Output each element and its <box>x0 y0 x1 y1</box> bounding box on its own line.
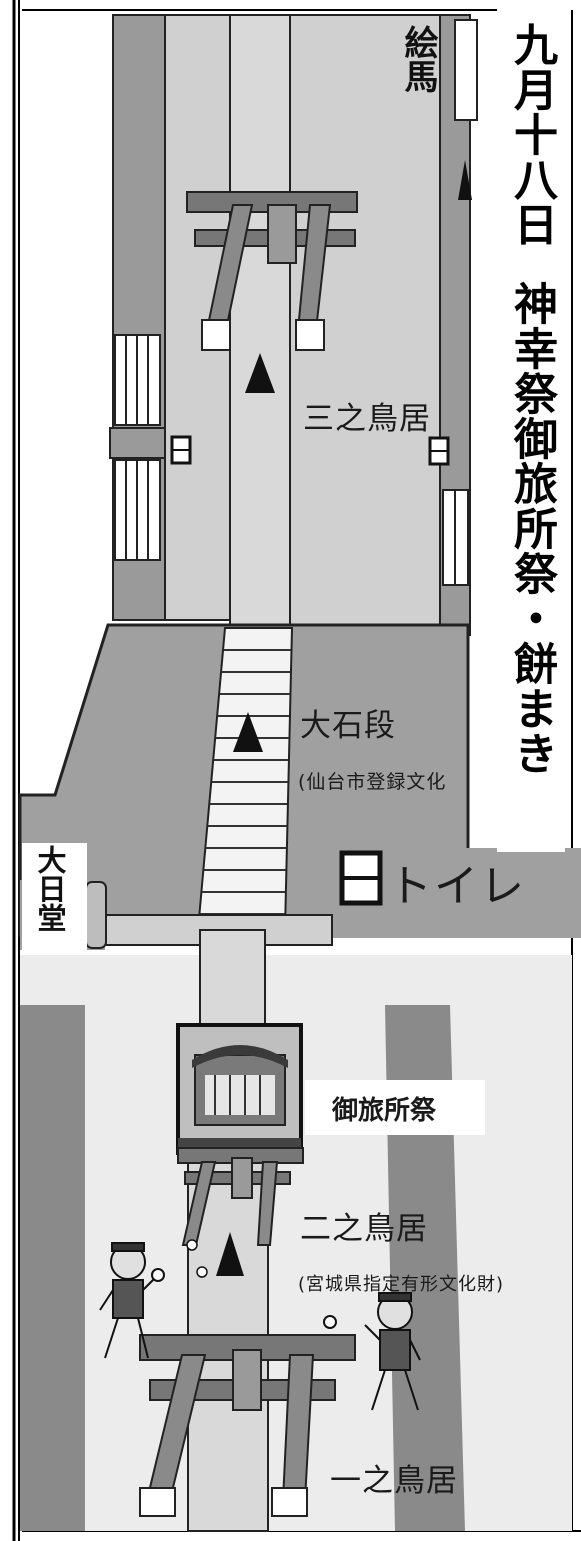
oishidan-label: 大石段 <box>300 708 396 744</box>
event-title: 九月十八日 神幸祭御旅所祭・餅まき <box>497 22 565 852</box>
ni-no-torii-note: (宮城県指定有形文化財) <box>298 1274 505 1295</box>
dainichido-label: 大日堂 <box>33 845 67 932</box>
triangle-up-icon <box>458 160 472 200</box>
ni-no-torii-label: 二之鳥居 <box>300 1211 428 1247</box>
toilet-label: トイレ <box>388 861 526 912</box>
mochi-thrower-icon <box>323 1292 421 1411</box>
otabisho-sai-label: 御旅所祭 <box>332 1096 437 1126</box>
torii-gate-3 <box>186 191 358 351</box>
upper-buildings <box>109 14 478 636</box>
ichi-no-torii-label: 一之鳥居 <box>330 1463 458 1499</box>
mikoshi-shrine-icon <box>176 1023 303 1155</box>
approach-path-upper <box>229 14 291 631</box>
torii-gate-1 <box>139 1334 356 1517</box>
triangle-up-icon <box>216 1232 244 1276</box>
triangle-up-icon <box>233 712 263 752</box>
san-no-torii-label: 三之鳥居 <box>303 401 431 437</box>
oishidan-note: (仙台市登録文化 <box>298 771 447 793</box>
title-event: 神幸祭御旅所祭・餅まき <box>506 281 557 776</box>
lantern-icon <box>170 435 192 465</box>
mochi-thrower-icon <box>99 1242 165 1359</box>
ema-label: 絵馬 <box>398 25 438 93</box>
title-date: 九月十八日 <box>506 22 557 247</box>
triangle-up-icon <box>245 353 275 393</box>
lantern-icon <box>428 436 450 466</box>
big-stone-stairs <box>196 627 294 931</box>
